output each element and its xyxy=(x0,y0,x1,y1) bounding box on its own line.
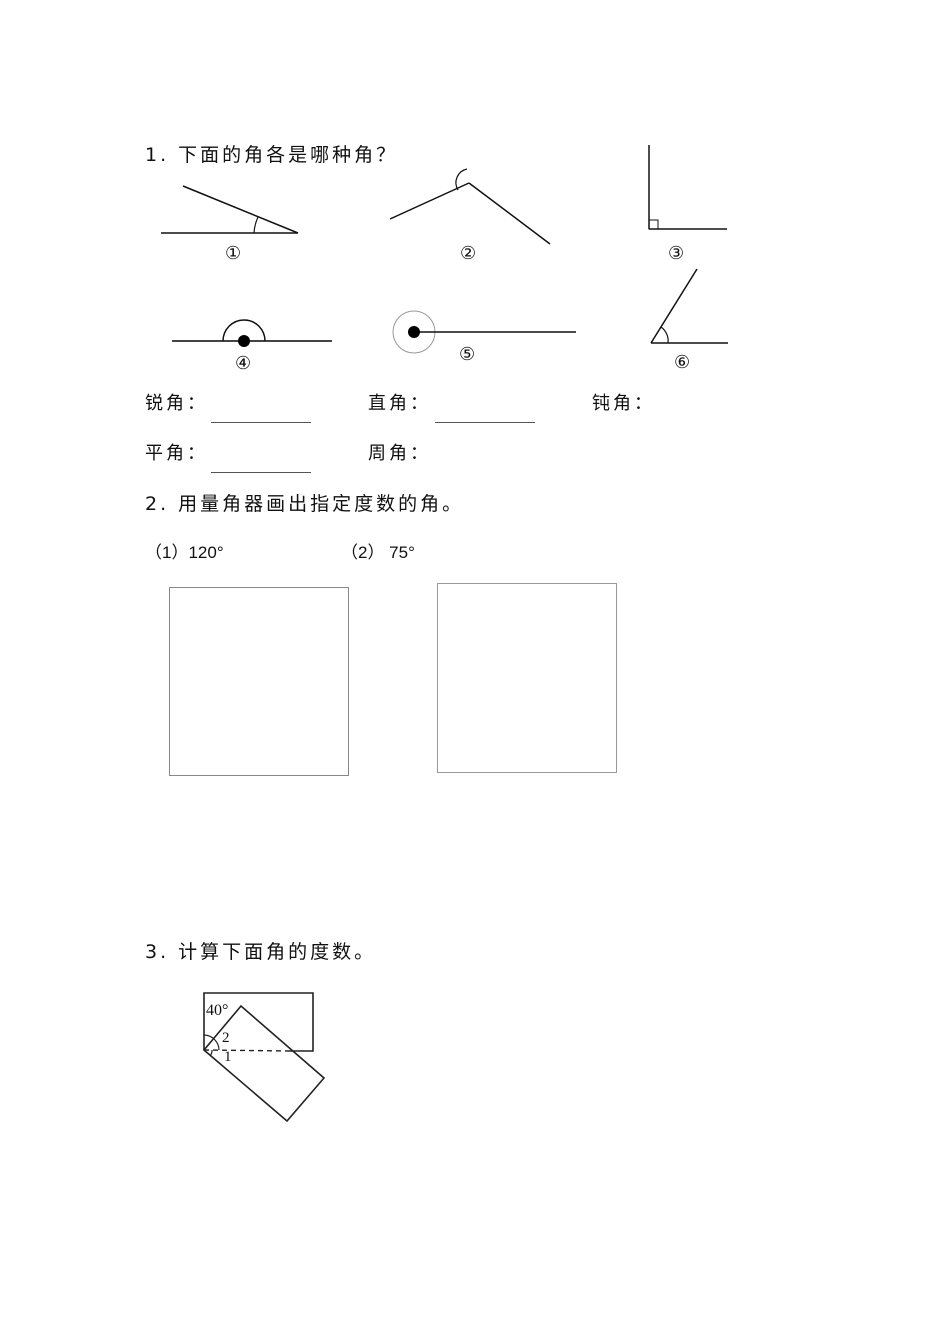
figure-5-label: ⑤ xyxy=(459,344,476,365)
right-angle-answer-label: 直角： xyxy=(368,393,431,414)
full-angle-answer-label: 周角： xyxy=(368,443,431,464)
figure-4-label: ④ xyxy=(235,353,252,374)
figure-6-label: ⑥ xyxy=(674,352,691,373)
figure-3-label: ③ xyxy=(668,243,685,264)
acute-angle-answer-blank[interactable] xyxy=(211,408,311,427)
straight-angle-answer-blank[interactable] xyxy=(211,458,311,477)
question-3-title: 3. 计算下面角的度数。 xyxy=(145,941,377,963)
right-angle-answer-blank[interactable] xyxy=(435,408,535,427)
angle-40-label: 40° xyxy=(206,1002,229,1019)
question-2-item-1-label: （1）120° xyxy=(145,543,224,562)
drawing-box-1[interactable] xyxy=(169,587,349,776)
angle-2-label: 2 xyxy=(222,1030,230,1046)
figure-2-label: ② xyxy=(460,243,477,264)
straight-angle-answer-label: 平角： xyxy=(145,443,208,464)
question-1-title: 1. 下面的角各是哪种角？ xyxy=(145,144,399,166)
question-2-title: 2. 用量角器画出指定度数的角。 xyxy=(145,493,465,515)
obtuse-angle-answer-label: 钝角： xyxy=(592,393,655,414)
question-2-item-2-label: （2） 75° xyxy=(341,543,415,562)
angle-1-label: 1 xyxy=(224,1049,232,1065)
drawing-box-2[interactable] xyxy=(437,583,617,773)
acute-angle-answer-label: 锐角： xyxy=(145,393,208,414)
figure-1-label: ① xyxy=(225,243,242,264)
